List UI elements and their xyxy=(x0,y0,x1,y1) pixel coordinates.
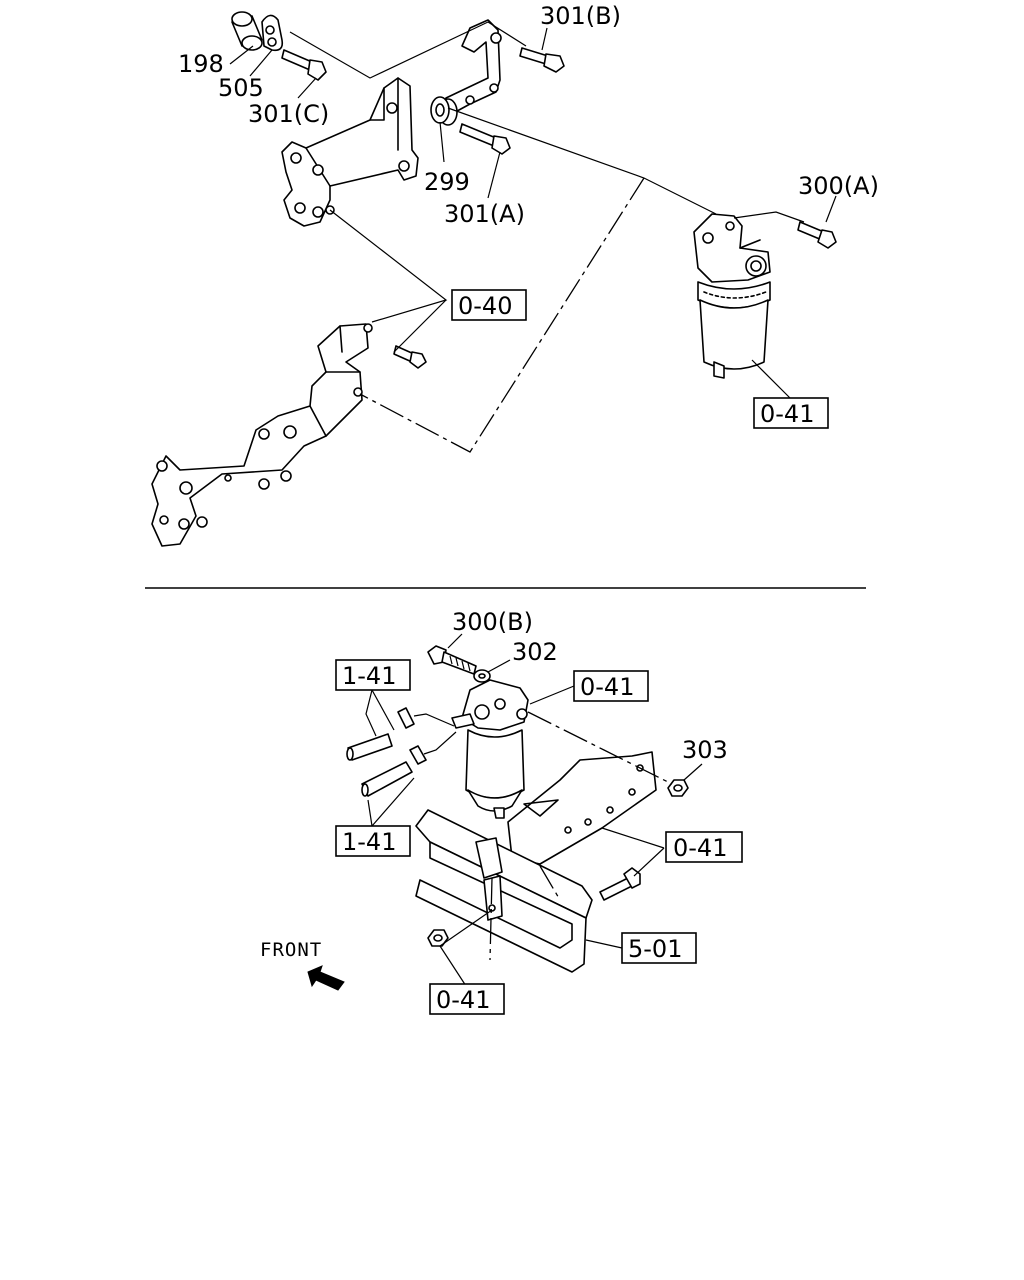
label-302: 302 xyxy=(512,638,558,666)
top-leader-lines xyxy=(229,21,837,453)
mounting-bolt-040 xyxy=(393,345,427,369)
ref-box-041-right xyxy=(665,831,743,863)
part-301b-bolt xyxy=(519,47,565,73)
ref-box-141-upper xyxy=(335,659,411,691)
part-198-sleeve xyxy=(231,11,263,51)
upper-mounting-bracket xyxy=(281,77,419,227)
part-300a-bolt xyxy=(797,221,837,249)
top-exploded-view: 198 505 301(C) 301(B) 299 301(A) 300(A) … xyxy=(151,2,879,547)
label-301c: 301(C) xyxy=(248,100,329,128)
ref-box-501 xyxy=(621,932,697,964)
ref-501: 5-01 xyxy=(628,935,682,963)
ref-040: 0-40 xyxy=(458,292,512,320)
ref-041-bottom: 0-41 xyxy=(436,986,490,1014)
ref-041-right: 0-41 xyxy=(673,834,727,862)
label-299: 299 xyxy=(424,168,470,196)
fuel-hoses xyxy=(346,707,457,797)
label-303: 303 xyxy=(682,736,728,764)
frame-mounting-nut xyxy=(427,929,449,947)
part-303-nut xyxy=(667,779,689,797)
front-label: FRONT xyxy=(260,939,322,961)
bottom-callout-labels: 300(B) 302 303 1-41 1-41 0-41 0-41 5-01 … xyxy=(260,608,743,1015)
label-505: 505 xyxy=(218,74,264,102)
fuel-filter-upper xyxy=(693,213,771,379)
part-505-plate xyxy=(261,14,284,52)
top-arm-bracket xyxy=(439,19,502,117)
part-300b-bolt xyxy=(427,645,477,675)
top-callout-labels: 198 505 301(C) 301(B) 299 301(A) 300(A) … xyxy=(178,2,879,429)
part-302-washer xyxy=(473,669,491,683)
frame-mounting-bolt xyxy=(599,867,641,901)
part-301c-bolt xyxy=(281,49,327,81)
bottom-exploded-view: 300(B) 302 303 1-41 1-41 0-41 0-41 5-01 … xyxy=(260,608,743,1015)
ref-041-filter: 0-41 xyxy=(760,400,814,428)
ref-141-upper: 1-41 xyxy=(342,662,396,690)
ref-box-041-top xyxy=(573,670,649,702)
label-300b: 300(B) xyxy=(452,608,533,636)
ref-box-041-filter xyxy=(753,397,829,429)
front-arrow-icon xyxy=(307,965,345,991)
filter-mount-bracket xyxy=(507,751,657,865)
ref-box-041-bottom xyxy=(429,983,505,1015)
label-198: 198 xyxy=(178,50,224,78)
bottom-leader-lines xyxy=(365,633,703,987)
ref-141-lower: 1-41 xyxy=(342,828,396,856)
part-301a-bolt xyxy=(459,123,511,155)
ref-box-141-lower xyxy=(335,825,411,857)
ref-041-top: 0-41 xyxy=(580,673,634,701)
ref-box-040 xyxy=(451,289,527,321)
part-299-bushing xyxy=(430,96,458,126)
lower-chassis-bracket xyxy=(151,323,373,547)
fuel-filter-lower xyxy=(451,679,529,819)
label-300a: 300(A) xyxy=(798,172,879,200)
label-301a: 301(A) xyxy=(444,200,525,228)
chassis-frame-rail xyxy=(415,809,593,973)
label-301b: 301(B) xyxy=(540,2,621,30)
